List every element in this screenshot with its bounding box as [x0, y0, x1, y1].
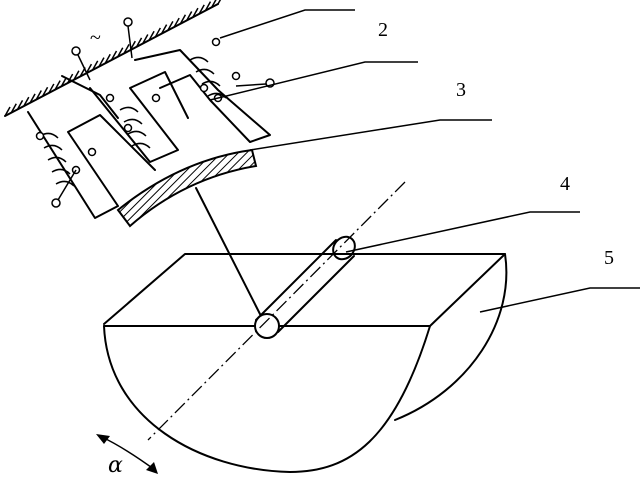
semi-cylinder-body	[103, 253, 508, 473]
leader-lines	[209, 9, 640, 313]
pivot-shaft	[254, 235, 356, 339]
coils	[35, 17, 275, 208]
armature	[116, 148, 258, 228]
label-3: 3	[456, 79, 466, 101]
angle-arrow	[96, 434, 158, 474]
label-5: 5	[604, 247, 614, 269]
angle-label: α	[108, 453, 123, 478]
label-2: 2	[378, 19, 388, 41]
rotation-axis	[147, 181, 406, 441]
electromagnet-cores	[27, 49, 271, 219]
ac-symbol: ~	[90, 27, 101, 49]
label-4: 4	[560, 173, 570, 195]
